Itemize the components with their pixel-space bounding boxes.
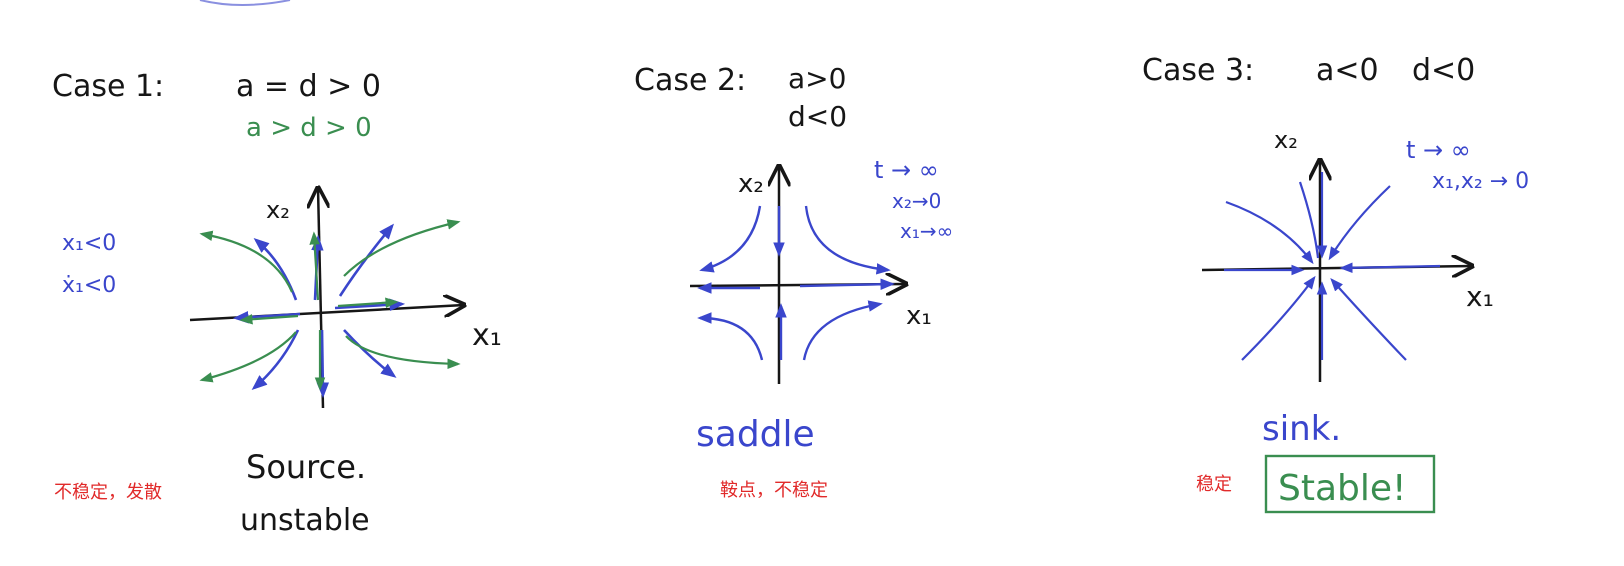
case2-x1-label: x₁ bbox=[906, 301, 932, 331]
case2-limit-line3: x₁→∞ bbox=[900, 219, 953, 243]
case3-limit-line1: t → ∞ bbox=[1406, 136, 1471, 164]
case2-limit-line2: x₂→0 bbox=[892, 189, 941, 213]
case1-x1-label: x₁ bbox=[472, 318, 502, 353]
case3-label-boxed: Stable! bbox=[1278, 468, 1406, 509]
case1-label-sub: unstable bbox=[240, 503, 370, 538]
case3-annotation-cn: 稳定 bbox=[1196, 474, 1232, 495]
case1-panel: Case 1: a = d > 0 a > d > 0 x₁<0 ẋ₁<0 x₁… bbox=[52, 69, 502, 538]
case2-condition-line2: d<0 bbox=[788, 100, 847, 133]
stable-box bbox=[1264, 454, 1436, 514]
case1-green-trajectories bbox=[199, 219, 461, 391]
case1-blue-trajectories bbox=[232, 223, 406, 399]
case1-x2-label: x₂ bbox=[266, 196, 290, 224]
case3-x1-label: x₁ bbox=[1466, 280, 1494, 313]
decorative-arc bbox=[199, 0, 291, 6]
case2-heading: Case 2: bbox=[634, 63, 746, 98]
case3-heading: Case 3: bbox=[1142, 53, 1254, 88]
case2-annotation-cn: 鞍点，不稳定 bbox=[720, 480, 828, 501]
case3-x2-label: x₂ bbox=[1274, 126, 1298, 154]
case2-trajectories bbox=[697, 205, 895, 361]
case3-panel: Case 3: a<0 d<0 x₁ x₂ t → ∞ x₁,x₂ → 0 si… bbox=[1142, 53, 1529, 514]
case3-condition-a: a<0 bbox=[1316, 53, 1379, 88]
case2-panel: Case 2: a>0 d<0 x₁ x₂ t → ∞ x₂→0 x₁→∞ sa… bbox=[634, 62, 953, 501]
case3-trajectories bbox=[1224, 172, 1441, 361]
case1-note-line1: x₁<0 bbox=[62, 231, 116, 256]
case2-condition-line1: a>0 bbox=[788, 62, 846, 95]
case1-note-line2: ẋ₁<0 bbox=[62, 273, 116, 298]
case2-label-main: saddle bbox=[696, 414, 815, 455]
case1-condition-main: a = d > 0 bbox=[236, 69, 381, 104]
case2-limit-line1: t → ∞ bbox=[874, 156, 939, 184]
case3-limit-line2: x₁,x₂ → 0 bbox=[1432, 169, 1529, 194]
case1-heading: Case 1: bbox=[52, 69, 164, 104]
case1-x1-axis bbox=[189, 305, 464, 322]
case1-label-main: Source. bbox=[246, 448, 366, 486]
case3-condition-d: d<0 bbox=[1412, 53, 1475, 88]
case2-x2-label: x₂ bbox=[738, 169, 764, 199]
case1-condition-sub: a > d > 0 bbox=[246, 113, 372, 143]
case3-label-main: sink. bbox=[1262, 409, 1341, 449]
case1-annotation-cn: 不稳定，发散 bbox=[54, 482, 162, 503]
